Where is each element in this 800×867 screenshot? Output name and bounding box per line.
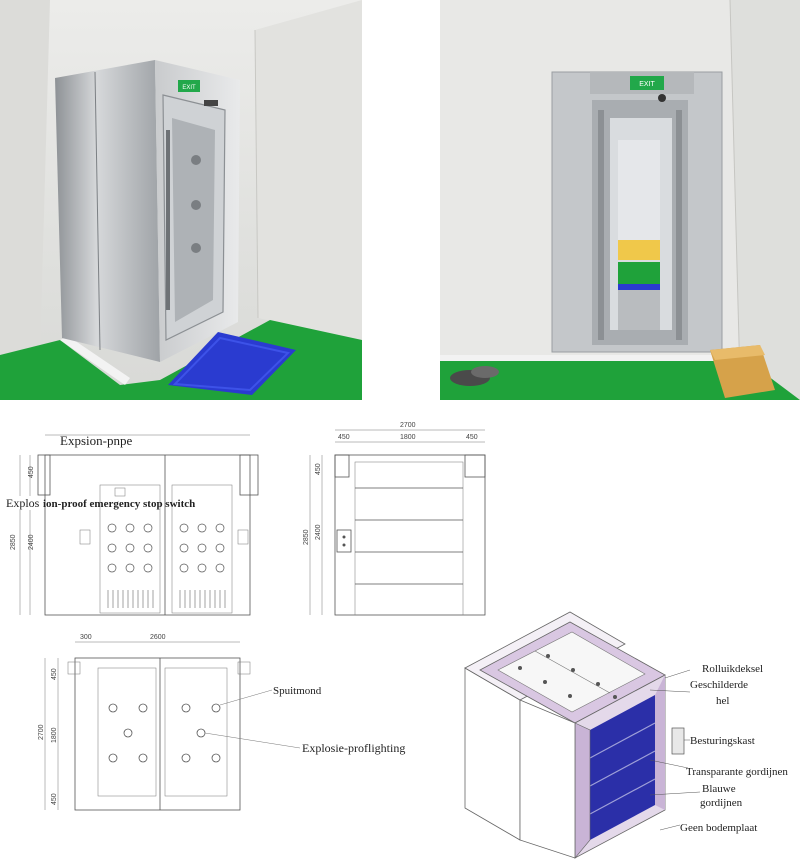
side-view: 2700 450 1800 450 2850 450 2400 [303, 422, 486, 616]
label-control-box: Besturingskast [690, 735, 755, 747]
dim-top-depth-middle: 1800 [51, 727, 58, 743]
control-box [671, 727, 685, 755]
photo-air-shower-right: EXIT [440, 0, 800, 400]
booth-side-panel [55, 60, 160, 362]
label-nozzle: Spuitmond [273, 685, 322, 697]
dim-side-height-total: 2850 [303, 529, 310, 545]
label-painted: Geschilderde [690, 679, 748, 691]
photo-air-shower-left: EXIT [0, 0, 362, 400]
exit-sign-right-text: EXIT [639, 81, 655, 88]
dim-side-right: 450 [466, 434, 478, 441]
isometric-view: Rolluikdeksel Geschilderde hel Besturing… [464, 611, 788, 859]
label-transparent-curtains: Transparante gordijnen [686, 766, 788, 778]
label-blue-curtains-2: gordijnen [700, 797, 743, 809]
technical-drawings: 2850 450 2400 Expsion-pnpe Explos ion-pr… [5, 422, 788, 859]
dim-front-height-top: 450 [28, 466, 35, 478]
floor-green [0, 320, 362, 400]
dim-front-height-body: 2400 [28, 534, 35, 550]
dim-side-middle: 1800 [400, 434, 416, 441]
label-emergency-stop-switch: ion-proof emergency stop switch [43, 498, 195, 510]
dim-top-depth-bottom: 450 [51, 793, 58, 805]
dim-side-height-body: 2400 [315, 524, 322, 540]
dim-top-width: 2600 [150, 634, 166, 641]
front-view: 2850 450 2400 Expsion-pnpe Explos ion-pr… [5, 433, 259, 616]
dim-top-left: 300 [80, 634, 92, 641]
exit-sign-text: EXIT [182, 85, 196, 91]
label-no-floor-plate: Geen bodemplaat [680, 822, 757, 834]
top-view: 300 2600 2700 450 1800 450 Spuitmond Exp… [38, 634, 405, 811]
dim-top-depth-top: 450 [51, 668, 58, 680]
dim-top-depth-total: 2700 [38, 724, 45, 740]
exit-sign [178, 80, 200, 92]
dim-front-height-total: 2850 [10, 534, 17, 550]
dim-side-width-total: 2700 [400, 422, 416, 429]
label-roller-cover: Rolluikdeksel [702, 663, 763, 675]
label-explosion-proof-lighting: Explosie-proflighting [302, 741, 405, 755]
exit-sign-right [630, 76, 664, 90]
label-blue-curtains-1: Blauwe [702, 783, 736, 795]
label-explosion-pipe: Expsion-pnpe [60, 433, 132, 448]
label-painted-2: hel [716, 695, 729, 707]
floor-green-right [440, 355, 800, 400]
dim-side-height-top: 450 [315, 463, 322, 475]
label-switch-part1: Explos [6, 496, 40, 510]
dim-side-left: 450 [338, 434, 350, 441]
